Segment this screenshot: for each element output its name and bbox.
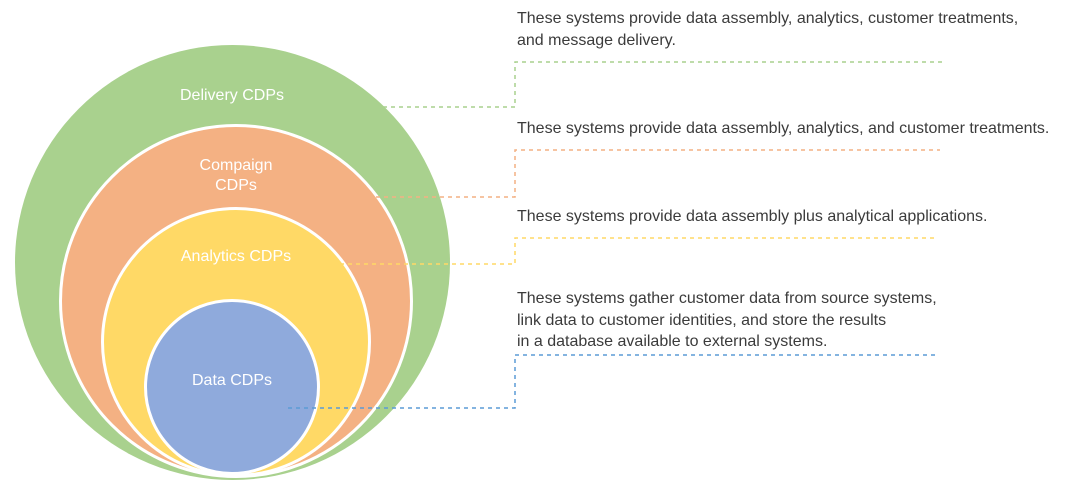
description-data: These systems gather customer data from … xyxy=(517,290,937,350)
description-delivery: These systems provide data assembly, ana… xyxy=(517,10,1019,49)
description-campaign: These systems provide data assembly, ana… xyxy=(517,120,1050,137)
leader-delivery xyxy=(295,61,945,108)
ring-data xyxy=(144,299,320,475)
description-analytics: These systems provide data assembly plus… xyxy=(517,208,988,225)
